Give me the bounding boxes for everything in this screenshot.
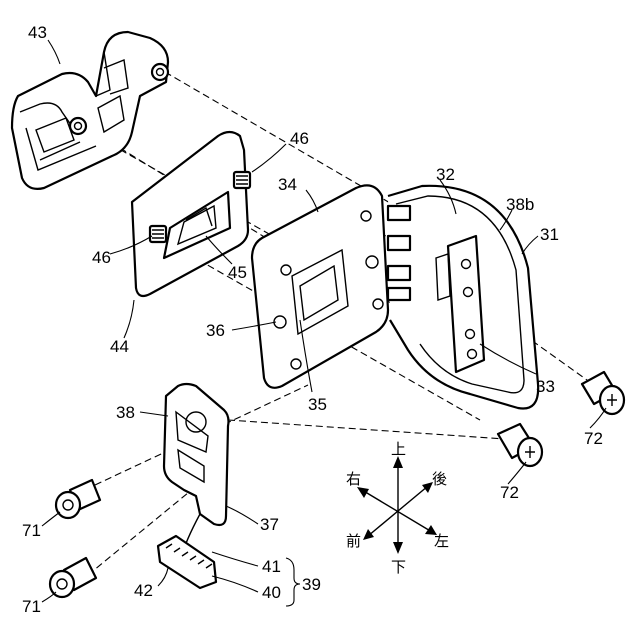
label-37: 37 (260, 515, 279, 534)
label-42: 42 (134, 581, 153, 600)
label-36: 36 (206, 321, 225, 340)
label-31: 31 (540, 225, 559, 244)
label-71-lower: 71 (22, 597, 41, 616)
label-38: 38 (116, 403, 135, 422)
label-40: 40 (262, 583, 281, 602)
label-39: 39 (302, 575, 321, 594)
slot-32-c (388, 266, 410, 280)
label-45: 45 (228, 263, 247, 282)
direction-indicator: 上 下 右 左 後 前 (346, 440, 449, 576)
part-43-cover (12, 32, 168, 189)
label-46-lower: 46 (92, 248, 111, 267)
label-41: 41 (262, 557, 281, 576)
label-34: 34 (278, 175, 297, 194)
dir-back: 後 (432, 470, 447, 488)
arrow-down-icon (393, 542, 403, 554)
label-44: 44 (110, 337, 129, 356)
slot-32-b (388, 236, 410, 250)
label-32: 32 (436, 165, 455, 184)
slot-32-d (388, 288, 410, 300)
label-72-upper: 72 (584, 429, 603, 448)
screw-72-upper (582, 372, 624, 414)
dir-left: 左 (434, 532, 449, 550)
label-38b: 38b (506, 195, 534, 214)
label-72-lower: 72 (500, 483, 519, 502)
label-46-upper: 46 (290, 129, 309, 148)
screw-71-upper (56, 480, 100, 518)
dir-front: 前 (346, 532, 361, 550)
dir-up: 上 (391, 440, 406, 458)
label-35: 35 (308, 395, 327, 414)
part-34-base (252, 185, 388, 387)
screw-72-lower (498, 424, 542, 466)
screw-71-lower (50, 558, 96, 597)
slot-32-a (388, 206, 410, 220)
part-37-lower-bracket (158, 384, 229, 588)
label-33: 33 (536, 377, 555, 396)
arrow-front-icon (363, 529, 374, 540)
dir-down: 下 (391, 558, 406, 576)
part-31-bracket (388, 186, 538, 409)
label-43: 43 (28, 23, 47, 42)
label-71-upper: 71 (22, 521, 41, 540)
dir-right: 右 (346, 470, 361, 488)
